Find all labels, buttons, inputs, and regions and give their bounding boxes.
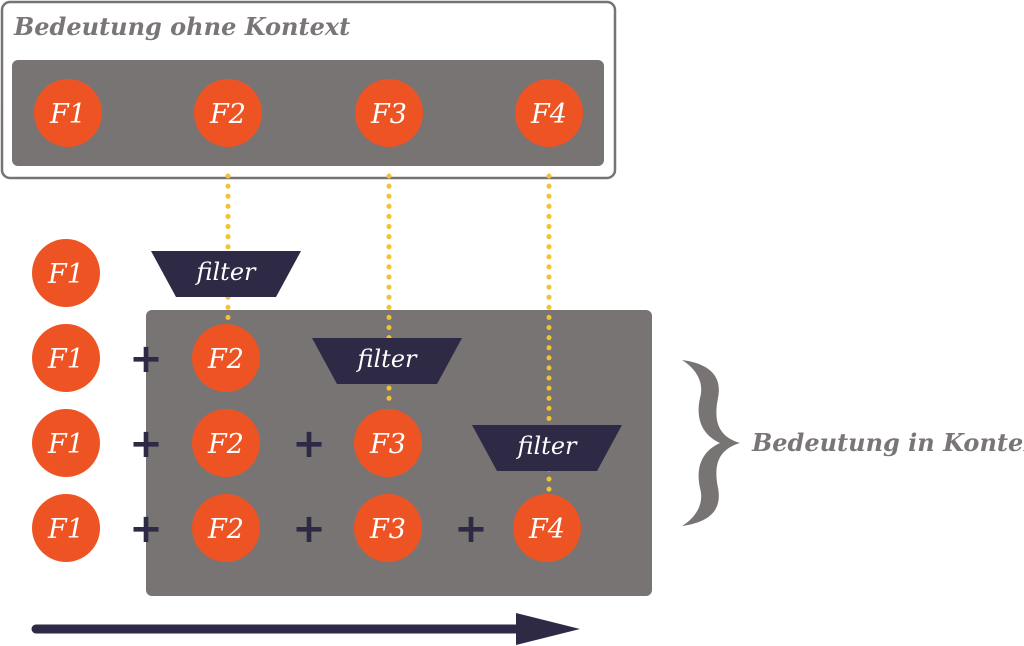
- row-4-feature-f1: F1: [32, 494, 100, 562]
- row-2-feature-f2: F2: [192, 324, 260, 392]
- row-4-plus-3: +: [454, 506, 488, 552]
- row-4-feature-f2: F2: [192, 494, 260, 562]
- top-feature-f4: F4: [515, 79, 583, 147]
- svg-text:F1: F1: [47, 514, 84, 545]
- row-4-plus-2: +: [292, 506, 326, 552]
- svg-text:F1: F1: [47, 259, 84, 290]
- row-3-plus-1: +: [129, 421, 163, 467]
- svg-text:filter: filter: [194, 258, 257, 286]
- svg-text:filter: filter: [355, 345, 418, 373]
- row-4-feature-f3: F3: [354, 494, 422, 562]
- row-3-feature-f2: F2: [192, 409, 260, 477]
- row-3-feature-f1: F1: [32, 409, 100, 477]
- svg-text:F2: F2: [209, 99, 246, 130]
- svg-text:F2: F2: [207, 429, 244, 460]
- row-2-feature-f1: F1: [32, 324, 100, 392]
- top-feature-panel: [12, 60, 604, 166]
- svg-text:F1: F1: [47, 344, 84, 375]
- row-1: F1: [32, 239, 100, 307]
- svg-text:filter: filter: [515, 432, 578, 460]
- top-feature-f3: F3: [355, 79, 423, 147]
- svg-text:F4: F4: [528, 514, 565, 545]
- svg-text:F2: F2: [207, 344, 244, 375]
- row-3: F1 + F2 + F3: [32, 409, 422, 477]
- filter-f4: filter: [472, 425, 622, 471]
- filter-f3: filter: [312, 338, 462, 384]
- row-3-feature-f3: F3: [354, 409, 422, 477]
- row-4-plus-1: +: [129, 506, 163, 552]
- svg-text:F4: F4: [530, 99, 567, 130]
- svg-text:F3: F3: [369, 429, 406, 460]
- top-box-title: Bedeutung ohne Kontext: [13, 12, 350, 41]
- svg-text:F3: F3: [370, 99, 407, 130]
- filter-f2: filter: [151, 251, 301, 297]
- top-feature-f2: F2: [194, 79, 262, 147]
- svg-text:F1: F1: [49, 99, 86, 130]
- context-label: Bedeutung in Kontext: [751, 428, 1024, 457]
- row-2: F1 + F2: [32, 324, 260, 392]
- meaning-without-context-box: Bedeutung ohne Kontext F1 F2 F3 F4: [0, 0, 617, 180]
- progression-arrow-icon: [31, 613, 580, 645]
- row-4: F1 + F2 + F3 + F4: [32, 494, 581, 562]
- curly-brace-icon: [682, 360, 740, 526]
- svg-text:F1: F1: [47, 429, 84, 460]
- svg-text:F2: F2: [207, 514, 244, 545]
- row-1-feature-f1: F1: [32, 239, 100, 307]
- svg-text:F3: F3: [369, 514, 406, 545]
- row-4-feature-f4: F4: [513, 494, 581, 562]
- top-feature-f1: F1: [34, 79, 102, 147]
- row-2-plus-1: +: [129, 336, 163, 382]
- row-3-plus-2: +: [292, 421, 326, 467]
